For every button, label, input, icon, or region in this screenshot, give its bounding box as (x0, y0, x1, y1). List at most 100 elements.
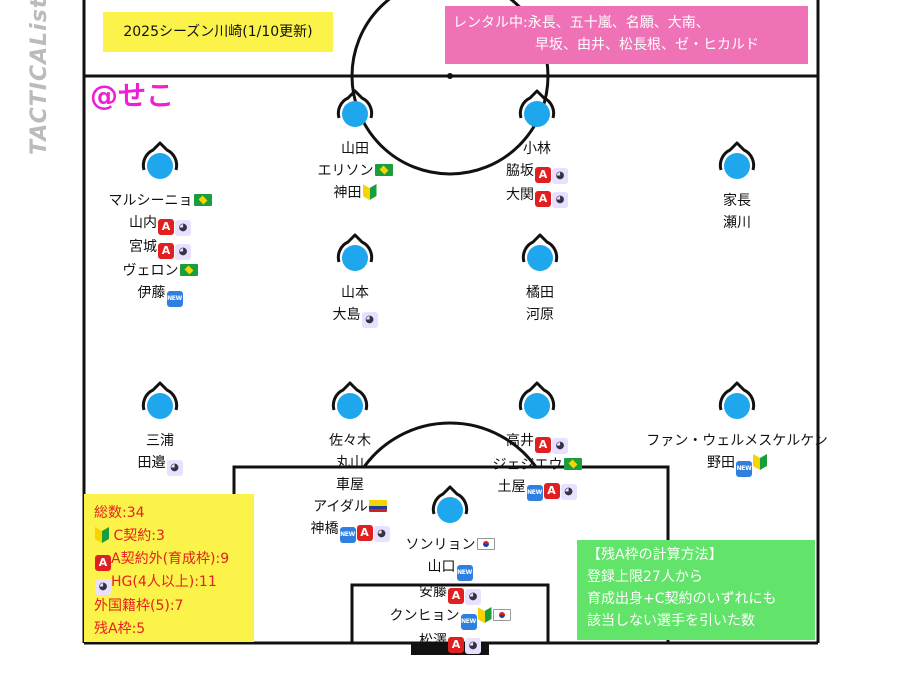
player-name: ソンリョン (330, 534, 570, 556)
player-name: 丸山 (230, 452, 470, 474)
player-name-text: 車屋 (336, 477, 364, 493)
player-name-text: 伊藤 (137, 285, 166, 301)
a-badge-icon: A (356, 525, 373, 541)
player-name: ファン・ウェルメスケルケン (617, 430, 857, 452)
player-name-text: ヴェロン (122, 263, 179, 279)
summary-hg: ◕HG(4人以上):11 (94, 571, 244, 595)
player-name: エリソン (235, 160, 475, 182)
player-name-text: 神田 (333, 185, 362, 201)
player-name-text: 山田 (341, 141, 369, 157)
player-name-text: ジェジエウ (492, 457, 563, 473)
calc-note-box: 【残A枠の計算方法】 登録上限27人から 育成出身+C契約のいずれにも 該当しな… (577, 540, 815, 640)
new-badge-icon: NEW (736, 461, 752, 477)
hg-person-icon: ◕ (166, 460, 183, 476)
brazil-flag-icon (374, 164, 393, 176)
a-badge-icon: A (535, 191, 551, 207)
calc-note-title: 【残A枠の計算方法】 (587, 547, 723, 563)
hg-person-icon: ◕ (560, 484, 577, 500)
new-badge-icon: NEW (526, 485, 543, 501)
hg-person-icon: ◕ (552, 168, 568, 184)
brazil-flag-icon (179, 264, 198, 276)
player-name-text: 三浦 (146, 433, 174, 449)
player-marker-icon (331, 381, 369, 419)
player-name-text: 安藤 (419, 584, 447, 600)
brazil-flag-icon (563, 458, 582, 470)
beginner-icon (477, 607, 492, 623)
player-names: 山田エリソン神田 (235, 138, 475, 204)
calc-note-line2: 育成出身+C契約のいずれにも (587, 591, 777, 607)
beginner-icon (362, 184, 377, 200)
a-badge-icon: A (158, 219, 174, 235)
player-name-text: マルシーニョ (108, 193, 193, 209)
player-name: マルシーニョ (40, 190, 280, 212)
player-name-text: 宮城 (129, 239, 157, 255)
hg-person-icon: ◕ (552, 438, 568, 454)
center-spot (447, 73, 453, 79)
a-badge-icon: A (158, 243, 174, 259)
player-name-text: ファン・ウェルメスケルケン (646, 433, 828, 449)
new-badge-icon: NEW (460, 614, 477, 630)
new-badge-icon: NEW (456, 565, 473, 581)
player-name-text: 瀬川 (723, 215, 751, 231)
summary-foreign: 外国籍枠(5):7 (94, 598, 184, 614)
summary-c-contract: C契約:3 (94, 525, 244, 548)
player-marker-icon (141, 141, 179, 179)
brazil-flag-icon (193, 194, 212, 206)
a-badge-icon: A (535, 437, 551, 453)
player-name-text: クンヒョン (389, 608, 460, 624)
player-name: 山本 (235, 282, 475, 304)
korea-flag-icon (476, 538, 495, 550)
hg-person-icon: ◕ (465, 589, 481, 605)
a-badge-icon: A (543, 483, 560, 499)
player-marker-icon (718, 141, 756, 179)
player-name: アイダル (230, 496, 470, 518)
summary-remaining: 残A枠:5 (94, 621, 146, 637)
position-cm-right: 橘田河原 (420, 232, 660, 326)
calc-note-line3: 該当しない選手を引いた数 (587, 613, 755, 629)
player-name-text: 土屋 (497, 479, 526, 495)
korea-flag-icon (492, 609, 511, 621)
player-name-text: 脇坂 (506, 163, 534, 179)
a-badge-icon: A (535, 167, 551, 183)
player-name-text: 田邉 (137, 455, 166, 471)
player-name-text: 高井 (506, 433, 534, 449)
player-name: 神田 (235, 182, 475, 204)
player-name: ジェジエウ (417, 454, 657, 476)
player-name-text: 大関 (506, 187, 534, 203)
beginner-icon (95, 527, 109, 543)
player-name: 大島◕ (235, 304, 475, 328)
player-name-text: エリソン (317, 163, 374, 179)
player-names: 橘田河原 (420, 282, 660, 326)
position-cm-left: 山本大島◕ (235, 232, 475, 328)
player-name: 山田 (235, 138, 475, 160)
player-name-text: 松澤 (419, 633, 447, 649)
player-name-text: ソンリョン (405, 537, 476, 553)
player-name: 三浦 (40, 430, 280, 452)
player-name: 河原 (420, 304, 660, 326)
player-name-text: 大島 (332, 307, 361, 323)
player-name-text: 橘田 (526, 285, 554, 301)
hg-person-icon: ◕ (175, 220, 191, 236)
player-name: ヴェロン (40, 260, 280, 282)
penalty-arc (362, 421, 538, 468)
player-name: 田邉◕ (40, 452, 280, 476)
a-badge-icon: A (448, 588, 464, 604)
